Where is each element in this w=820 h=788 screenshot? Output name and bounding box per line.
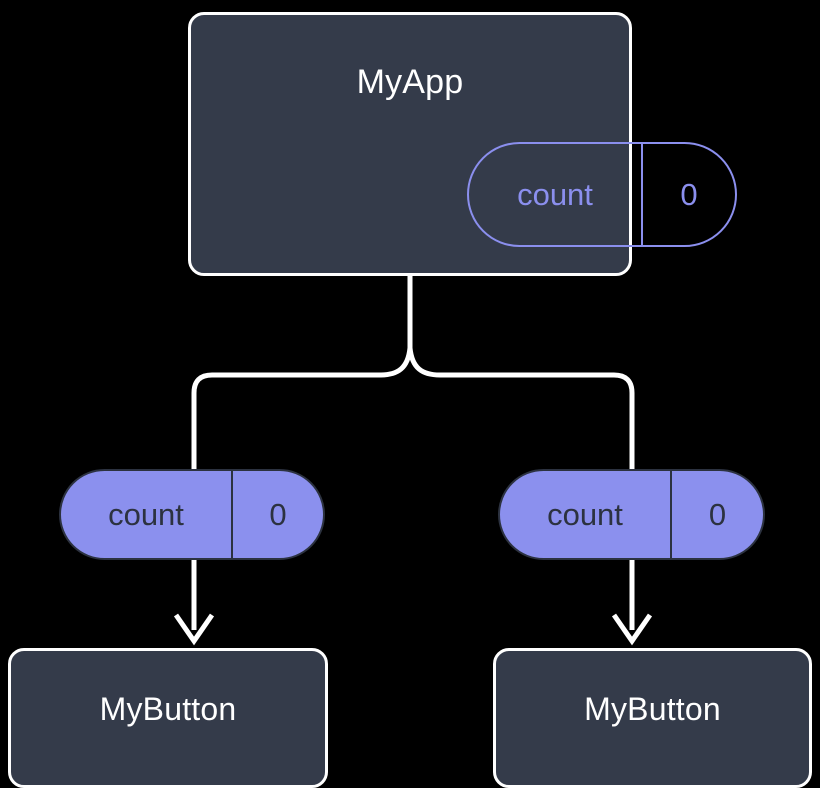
state-pill-value: 0 — [680, 176, 698, 212]
state-pill-count[interactable]: count 0 — [467, 142, 737, 247]
node-mybutton-right[interactable]: MyButton — [493, 648, 812, 788]
node-mybutton-left-label: MyButton — [99, 691, 237, 727]
edge-fork-right — [407, 347, 635, 469]
node-myapp[interactable]: MyApp count 0 — [188, 12, 737, 276]
prop-pill-right-value: 0 — [708, 496, 727, 532]
edge-fork-left — [191, 347, 413, 469]
diagram-canvas: MyApp count 0 count 0 count 0 MyButton M… — [8, 12, 812, 788]
prop-pill-left-value: 0 — [269, 496, 287, 532]
prop-pill-left[interactable]: count 0 — [59, 469, 325, 560]
arrow-head-right-icon — [611, 613, 653, 646]
prop-pill-left-key: count — [61, 471, 233, 558]
node-myapp-label: MyApp — [356, 63, 464, 101]
prop-pill-right-key: count — [500, 471, 672, 558]
arrow-head-left-icon — [173, 613, 215, 646]
prop-pill-right[interactable]: count 0 — [498, 469, 765, 560]
state-pill-key: count — [469, 144, 643, 245]
node-mybutton-left[interactable]: MyButton — [8, 648, 328, 788]
node-mybutton-right-label: MyButton — [584, 691, 721, 727]
